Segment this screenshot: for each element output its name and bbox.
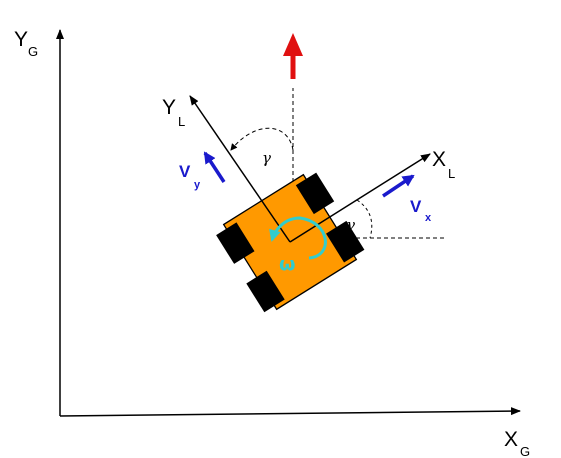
vy-sub: y [194,179,201,191]
vx-arrow [382,174,415,198]
global-x-label: X [504,428,518,451]
local-y-label: Y [162,96,176,119]
omega-label: ω [279,253,296,275]
gamma-arc-upper [230,127,294,151]
gamma-label-upper: γ [262,149,271,167]
wheel-rear-left [246,270,285,313]
global-y-sub: G [28,44,38,59]
wheel-front-right [295,172,335,215]
heading-arrow-head [283,33,303,56]
local-x-label: X [432,148,446,171]
global-x-axis [59,407,521,417]
gamma-label-lower: γ [346,216,355,234]
global-x-sub: G [520,444,530,458]
local-x-sub: L [448,166,455,181]
wheel-front-left [216,222,255,264]
vx-label: V [410,197,422,216]
vx-sub: x [425,212,432,224]
vy-label: V [179,162,191,181]
gamma-arc-lower [356,199,373,239]
wheel-rear-right [326,220,365,263]
local-y-sub: L [178,114,185,129]
local-y-axis [189,95,291,243]
global-y-label: Y [14,28,28,51]
omega-rotation-arrow [269,216,327,260]
vy-arrow [203,151,226,183]
local-x-axis [289,153,431,243]
